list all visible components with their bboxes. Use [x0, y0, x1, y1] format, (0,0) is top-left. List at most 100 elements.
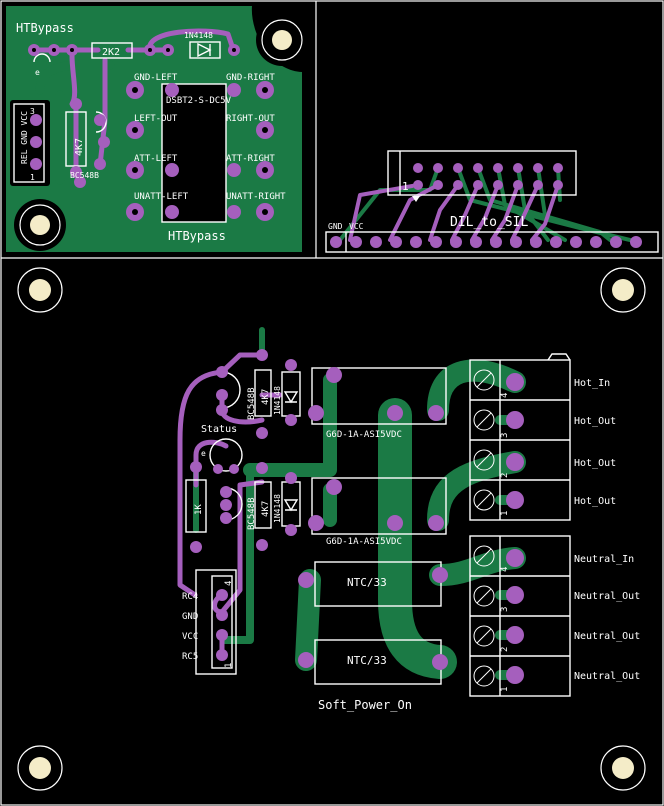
screw-icon: [473, 369, 495, 391]
hot-terminal-label: Hot_Out: [574, 496, 616, 507]
soft-power-title: Soft_Power_On: [318, 698, 412, 712]
status-label: Status: [201, 424, 237, 435]
htbypass-e-mark: e: [35, 68, 40, 77]
soft-power-pads: [190, 349, 524, 684]
header-pin-vcc: VCC: [182, 632, 198, 642]
soft-power-diode1-label: 1N4148: [273, 386, 282, 415]
hot-terminal-num: 1: [500, 511, 510, 516]
screw-icon: [473, 545, 495, 567]
htbypass-resistor-2k2-body: [91, 42, 133, 59]
header-num-bottom: 1: [224, 663, 234, 668]
screw-icon: [473, 665, 495, 687]
htbypass-pin-right-out: RIGHT-OUT: [226, 114, 275, 124]
header-pin-gnd: GND: [182, 612, 198, 622]
htbypass-pin-unatt-right: UNATT-RIGHT: [226, 192, 286, 202]
sil-vcc-label: VCC: [349, 222, 364, 231]
relay2-outline: [311, 477, 447, 535]
terminal-screw-icons: [473, 369, 495, 687]
ntc2-label: NTC/33: [347, 654, 387, 667]
hot-terminal-num: 3: [500, 433, 510, 438]
htbypass-corner-label: HTBypass: [16, 21, 74, 35]
hot-terminal-label: Hot_In: [574, 378, 610, 389]
soft-power-resistor-1k-body: [185, 479, 207, 533]
htbypass-pin-gnd-right: GND-RIGHT: [226, 73, 275, 83]
htbypass-resistor-2k2: 2K2: [102, 47, 120, 58]
htbypass-header-pin3: 3: [30, 107, 35, 116]
soft-power-diode2-label: 1N4148: [273, 494, 282, 523]
neutral-terminal-label: Neutral_Out: [574, 671, 640, 682]
htbypass-diode-label: 1N4148: [184, 31, 213, 40]
dil-to-sil-title: DIL_to_SIL: [450, 215, 528, 230]
htbypass-header-label: REL GND VCC: [20, 111, 29, 164]
soft-power-resistor-1k-label: 1K: [194, 504, 204, 515]
mount-hole: [600, 745, 646, 791]
screw-icon: [473, 449, 495, 471]
neutral-terminal-num: 2: [500, 647, 510, 652]
soft-power-resistor2-label: 4K7: [261, 501, 271, 517]
hot-terminal-label: Hot_Out: [574, 458, 616, 469]
hot-terminal-num: 2: [500, 473, 510, 478]
htbypass-diode-body: [189, 41, 221, 59]
screw-icon: [473, 489, 495, 511]
sil-header-pads: [330, 236, 642, 248]
screw-icon: [473, 409, 495, 431]
hot-terminal-num: 4: [500, 393, 510, 398]
soft-power-diode1-body: [281, 371, 301, 417]
htbypass-title: HTBypass: [168, 229, 226, 243]
htbypass-pin-gnd-left: GND-LEFT: [134, 73, 178, 83]
htbypass-transistor-outline: [95, 111, 107, 133]
soft-power-transistor2-outline: [225, 487, 243, 521]
hot-terminal-label: Hot_Out: [574, 416, 616, 427]
screw-icon: [473, 625, 495, 647]
terminal-block-hot: [469, 353, 571, 521]
htbypass-relay-outline: [161, 83, 227, 223]
htbypass-pin-att-left: ATT-LEFT: [134, 154, 178, 164]
dil-to-sil-module: 1 DIL_to_SIL GND VCC: [325, 150, 659, 253]
htbypass-transistor-label: BC548B: [70, 171, 99, 180]
soft-power-header-outline: [195, 569, 237, 675]
mount-hole: [600, 267, 646, 313]
status-e-mark: e: [201, 449, 206, 458]
htbypass-resistor-4k7: 4K7: [74, 138, 85, 156]
neutral-terminal-label: Neutral_In: [574, 554, 634, 565]
neutral-terminal-num: 4: [500, 567, 510, 572]
relay2-label: G6D-1A-ASI5VDC: [326, 537, 402, 547]
neutral-terminal-num: 1: [500, 687, 510, 692]
soft-power-resistor2-body: [254, 481, 272, 529]
terminal-block-neutral: [469, 535, 571, 697]
sil-header-outline: [325, 231, 659, 253]
soft-power-transistor1-label: BC548B: [247, 387, 257, 420]
soft-power-transistor2-label: BC548B: [247, 497, 257, 530]
mounting-holes: [17, 19, 646, 791]
mount-hole: [17, 267, 63, 313]
soft-power-module: BC548B 4K7 1N4148 G6D-1A-ASI5VDC Status …: [177, 327, 640, 712]
status-led-outline: [209, 438, 243, 472]
htbypass-relay-label: DSBT2-S-DC5V: [166, 96, 232, 106]
dil-pin1-label: 1: [402, 180, 409, 193]
neutral-terminal-label: Neutral_Out: [574, 631, 640, 642]
soft-power-resistor1-label: 4K7: [261, 389, 271, 405]
soft-power-transistor1-outline: [221, 371, 241, 409]
ntc1-outline: [314, 561, 442, 607]
soft-power-diode2-body: [281, 481, 301, 527]
soft-power-mains-tracks: [193, 327, 526, 680]
header-num-top: 4: [224, 581, 234, 586]
htbypass-pin-att-right: ATT-RIGHT: [226, 154, 275, 164]
htbypass-pin-unatt-left: UNATT-LEFT: [134, 192, 189, 202]
mount-hole: [19, 204, 61, 246]
sil-gnd-label: GND: [328, 222, 343, 231]
screw-icon: [473, 585, 495, 607]
dil-socket-outline: [387, 150, 577, 196]
header-pin-rc4: RC4: [182, 592, 198, 602]
htbypass-pin-left-out: LEFT-OUT: [134, 114, 178, 124]
soft-power-resistor1-body: [254, 369, 272, 417]
header-pin-rc5: RC5: [182, 652, 198, 662]
neutral-terminal-label: Neutral_Out: [574, 591, 640, 602]
htbypass-header-pin1: 1: [30, 173, 35, 182]
relay1-outline: [311, 367, 447, 425]
mount-hole: [261, 19, 303, 61]
ntc1-label: NTC/33: [347, 576, 387, 589]
htbypass-header-outline: [13, 103, 45, 183]
neutral-terminal-num: 3: [500, 607, 510, 612]
